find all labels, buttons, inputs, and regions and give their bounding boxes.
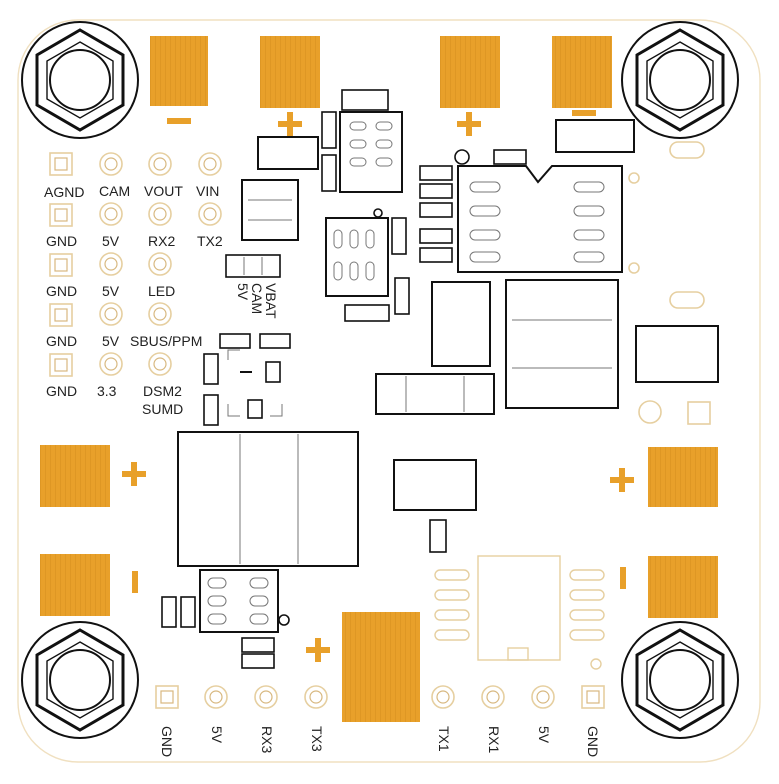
round-pad-right-2: [638, 400, 662, 424]
minus-sign-right-2: [620, 567, 626, 589]
power-pad-left-1: [40, 445, 110, 507]
slot-hole-1: [669, 141, 705, 159]
label-vout: VOUT: [144, 183, 183, 199]
label-sumd: SUMD: [142, 401, 183, 417]
board-outline: [17, 19, 761, 763]
label-gnd-4: GND: [46, 383, 77, 399]
power-pad-top-2: [260, 36, 320, 108]
component-cap-3: [321, 154, 337, 192]
component-small-caps-stack: [419, 165, 453, 263]
label-5v-1: 5V: [102, 233, 120, 249]
component-resistor-top-right: [555, 119, 635, 153]
round-pad-right-1: [687, 401, 711, 425]
plus-sign-top-3: [457, 112, 481, 136]
label-gnd-2: GND: [46, 283, 77, 299]
label-sbus-ppm: SBUS/PPM: [130, 333, 202, 349]
label-5v-rot: 5V: [235, 283, 251, 301]
component-cap-13: [161, 596, 177, 628]
small-hole-2: [628, 262, 640, 274]
component-cap-2: [321, 111, 337, 149]
label-cam: CAM: [99, 183, 130, 199]
component-cap-10: [203, 394, 219, 426]
power-pad-top-3: [440, 36, 500, 108]
component-cap-1: [341, 89, 389, 111]
label-bottom-tx1: TX1: [436, 726, 452, 752]
component-faint-chip: [434, 555, 605, 670]
component-ic-1: [339, 111, 403, 193]
power-pad-top-1: [150, 36, 208, 106]
component-cap-8: [259, 333, 291, 349]
label-gnd-3: GND: [46, 333, 77, 349]
component-big-mosfet: [177, 431, 359, 567]
label-bottom-5v-left: 5V: [209, 726, 225, 744]
label-rx2: RX2: [148, 233, 175, 249]
power-pad-left-2: [40, 554, 110, 616]
label-agnd: AGND: [44, 184, 84, 200]
label-bottom-rx3: RX3: [259, 726, 275, 753]
minus-sign-left-2: [132, 571, 138, 593]
component-ic-2: [325, 208, 389, 297]
label-tx2: TX2: [197, 233, 223, 249]
component-mcu-chip: [454, 149, 623, 273]
label-bottom-gnd-right: GND: [585, 726, 601, 757]
component-cap-7: [219, 333, 251, 349]
component-cap-row: [225, 254, 281, 278]
small-hole-1: [628, 172, 640, 184]
label-bottom-gnd-left: GND: [159, 726, 175, 757]
power-pad-top-4: [552, 36, 612, 108]
label-bottom-5v-right: 5V: [536, 726, 552, 744]
label-vin: VIN: [196, 183, 219, 199]
power-pad-bottom: [342, 612, 420, 722]
component-transistor: [227, 349, 283, 419]
mount-hole-top-right: [621, 21, 739, 139]
component-ic-3: [199, 569, 290, 633]
minus-sign-top-4: [572, 110, 596, 116]
minus-sign-top-1: [167, 118, 191, 124]
component-cap-5: [394, 277, 410, 315]
label-gnd-1: GND: [46, 233, 77, 249]
label-3v3: 3.3: [97, 383, 117, 399]
power-pad-right-2: [648, 556, 718, 618]
label-5v-3: 5V: [102, 333, 120, 349]
plus-sign-right-1: [610, 468, 634, 492]
component-cap-15: [241, 637, 275, 653]
label-cam-rot: CAM: [249, 283, 265, 314]
component-cap-6: [344, 304, 390, 322]
power-pad-right-1: [648, 447, 718, 507]
component-cap-9: [203, 353, 219, 385]
component-inductor-1: [241, 179, 299, 241]
label-bottom-rx1: RX1: [486, 726, 502, 753]
label-vbat: VBAT: [263, 283, 279, 319]
component-cap-14: [180, 596, 196, 628]
label-5v-2: 5V: [102, 283, 120, 299]
component-inductor-large: [505, 279, 619, 409]
component-cap-16: [241, 653, 275, 669]
component-connector-right: [635, 325, 719, 383]
label-led: LED: [148, 283, 175, 299]
slot-hole-2: [669, 291, 705, 309]
bottom-header-pads: [155, 685, 605, 709]
component-cap-4: [391, 217, 407, 255]
component-regulator-1: [431, 281, 491, 367]
plus-sign-bottom: [306, 638, 330, 662]
component-resistor-1: [257, 136, 319, 170]
mount-hole-bottom-right: [621, 621, 739, 739]
plus-sign-left-1: [122, 462, 146, 486]
component-cap-large: [375, 373, 495, 415]
left-header-pads: [49, 152, 222, 377]
label-dsm2: DSM2: [143, 383, 182, 399]
component-regulator-2: [393, 459, 477, 511]
label-bottom-tx3: TX3: [309, 726, 325, 752]
mount-hole-top-left: [21, 21, 139, 139]
component-cap-12: [429, 519, 447, 553]
component-cap-11: [493, 149, 527, 165]
plus-sign-top-2: [278, 112, 302, 136]
mount-hole-bottom-left: [21, 621, 139, 739]
